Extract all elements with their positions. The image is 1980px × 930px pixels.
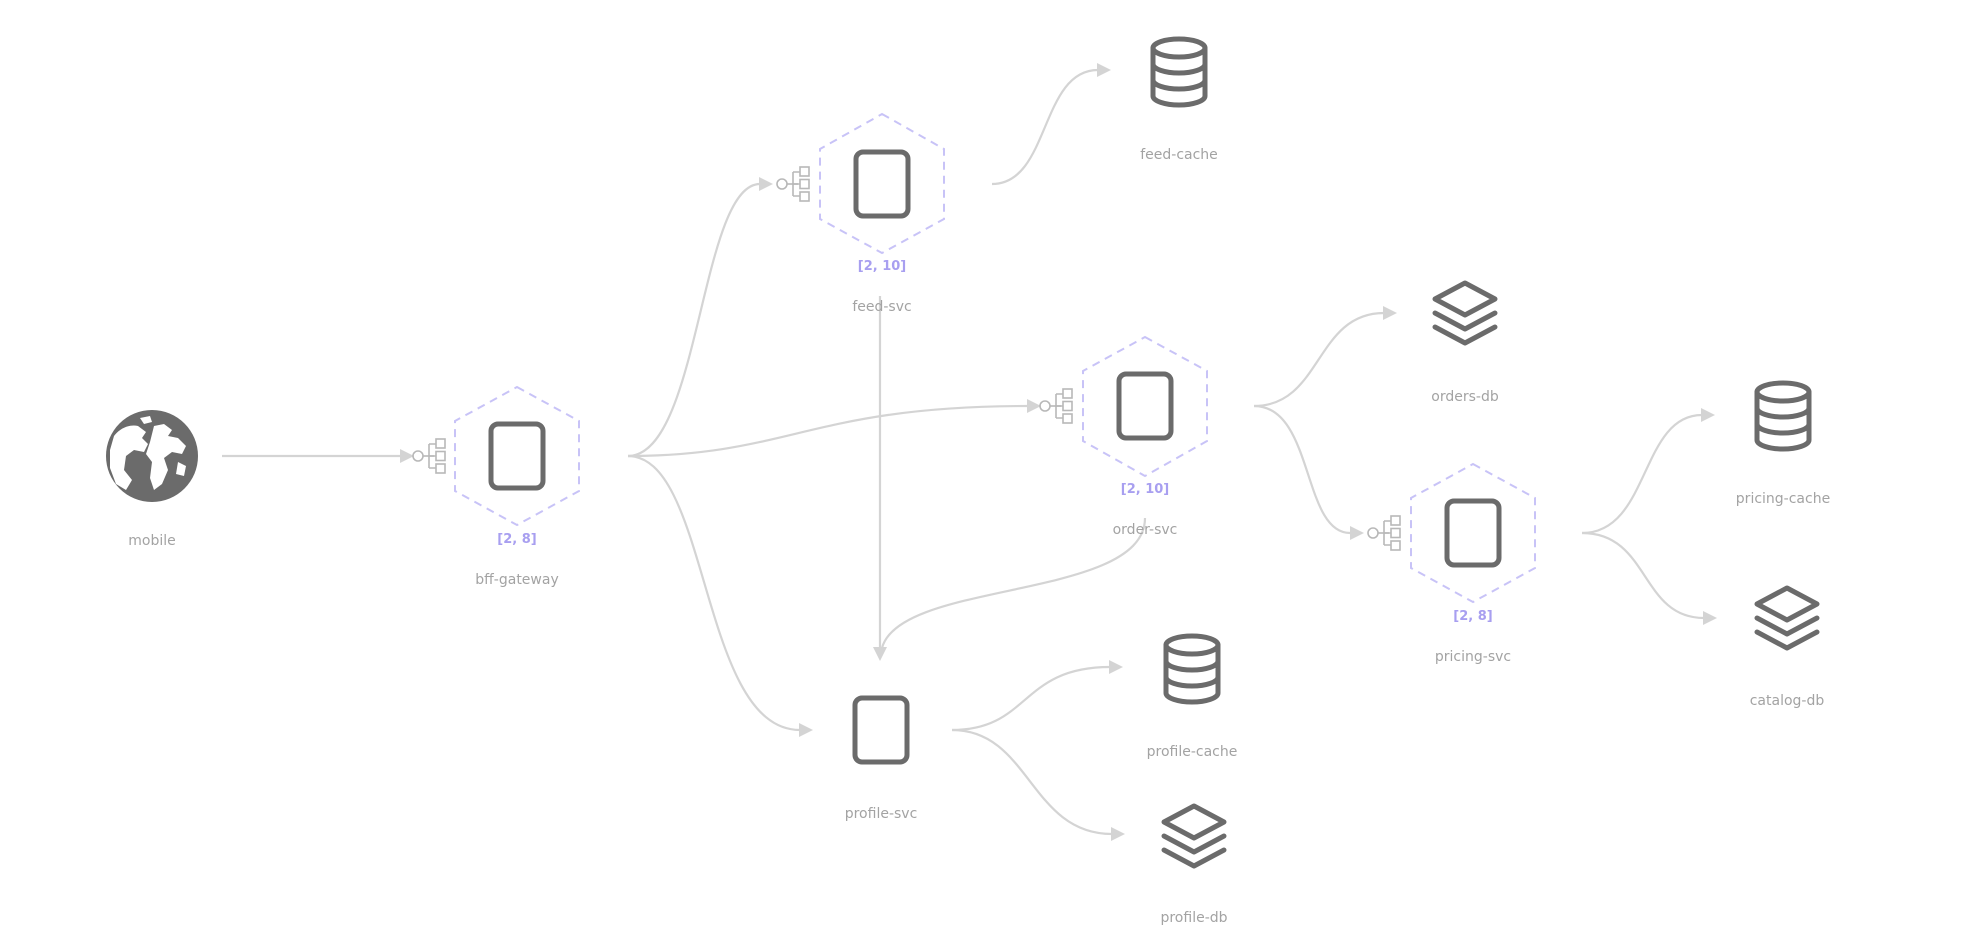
replica-hexagon: [819, 112, 945, 255]
replica-range: [2, 8]: [1453, 609, 1492, 624]
edges: [222, 63, 1717, 841]
replica-range: [2, 10]: [858, 259, 906, 274]
service-icon: [856, 152, 908, 216]
edge-bff-gateway-to-order-svc[interactable]: [627, 399, 1041, 458]
node-profile-cache[interactable]: profile-cache: [1147, 636, 1238, 760]
edge-profile-svc-to-profile-db[interactable]: [951, 728, 1125, 841]
service-icon: [491, 424, 543, 488]
node-feed-cache[interactable]: feed-cache: [1140, 39, 1218, 163]
edge-feed-svc-to-profile-svc[interactable]: [873, 296, 887, 661]
node-catalog-db[interactable]: catalog-db: [1750, 588, 1825, 709]
replica-range: [2, 10]: [1121, 482, 1169, 497]
service-icon: [1119, 374, 1171, 438]
node-label-profile-svc: profile-svc: [845, 806, 918, 822]
load-balancer-icon: [1367, 515, 1401, 551]
node-label-catalog-db: catalog-db: [1750, 693, 1825, 709]
node-label-order-svc: order-svc: [1113, 522, 1178, 538]
layers-icon: [1435, 283, 1495, 343]
node-pricing-cache[interactable]: pricing-cache: [1736, 383, 1830, 507]
edge-order-svc-to-orders-db[interactable]: [1253, 306, 1397, 408]
database-icon: [1757, 383, 1809, 449]
edge-pricing-svc-to-pricing-cache[interactable]: [1581, 408, 1715, 535]
load-balancer-icon: [1039, 388, 1073, 424]
layers-icon: [1757, 588, 1817, 648]
replica-hexagon: [1410, 462, 1536, 604]
replica-hexagon: [1082, 335, 1208, 478]
edge-bff-gateway-to-feed-svc[interactable]: [627, 177, 773, 458]
node-label-feed-svc: feed-svc: [852, 299, 911, 315]
node-label-pricing-svc: pricing-svc: [1435, 649, 1511, 665]
globe-icon: [106, 410, 198, 502]
node-label-bff-gateway: bff-gateway: [475, 572, 558, 588]
replica-hexagon: [454, 385, 580, 527]
edge-order-svc-to-pricing-svc[interactable]: [1253, 404, 1364, 540]
node-label-profile-cache: profile-cache: [1147, 744, 1238, 760]
replica-range: [2, 8]: [497, 532, 536, 547]
edge-profile-svc-to-profile-cache[interactable]: [951, 660, 1123, 732]
node-label-orders-db: orders-db: [1431, 389, 1499, 405]
node-label-mobile: mobile: [128, 533, 175, 549]
edge-bff-gateway-to-profile-svc[interactable]: [627, 454, 813, 737]
node-orders-db[interactable]: orders-db: [1431, 283, 1499, 405]
node-bff-gateway[interactable]: [2, 8] bff-gateway: [412, 385, 580, 588]
node-feed-svc[interactable]: [2, 10] feed-svc: [776, 112, 945, 315]
database-icon: [1166, 636, 1218, 702]
node-label-feed-cache: feed-cache: [1140, 147, 1218, 163]
node-label-profile-db: profile-db: [1160, 910, 1227, 926]
node-mobile[interactable]: mobile: [106, 410, 198, 549]
service-icon: [1447, 501, 1499, 565]
node-label-pricing-cache: pricing-cache: [1736, 491, 1830, 507]
layers-icon: [1164, 806, 1224, 866]
edge-feed-svc-to-feed-cache[interactable]: [991, 63, 1111, 186]
database-icon: [1153, 39, 1205, 105]
node-pricing-svc[interactable]: [2, 8] pricing-svc: [1367, 462, 1536, 665]
service-icon: [855, 698, 907, 762]
edge-order-svc-to-profile-svc[interactable]: [880, 517, 1147, 649]
node-profile-svc[interactable]: profile-svc: [845, 698, 918, 822]
edge-pricing-svc-to-catalog-db[interactable]: [1581, 531, 1717, 625]
node-order-svc[interactable]: [2, 10] order-svc: [1039, 335, 1208, 538]
load-balancer-icon: [776, 166, 810, 202]
edge-mobile-to-bff-gateway[interactable]: [222, 449, 414, 463]
load-balancer-icon: [412, 438, 446, 474]
node-profile-db[interactable]: profile-db: [1160, 806, 1228, 926]
